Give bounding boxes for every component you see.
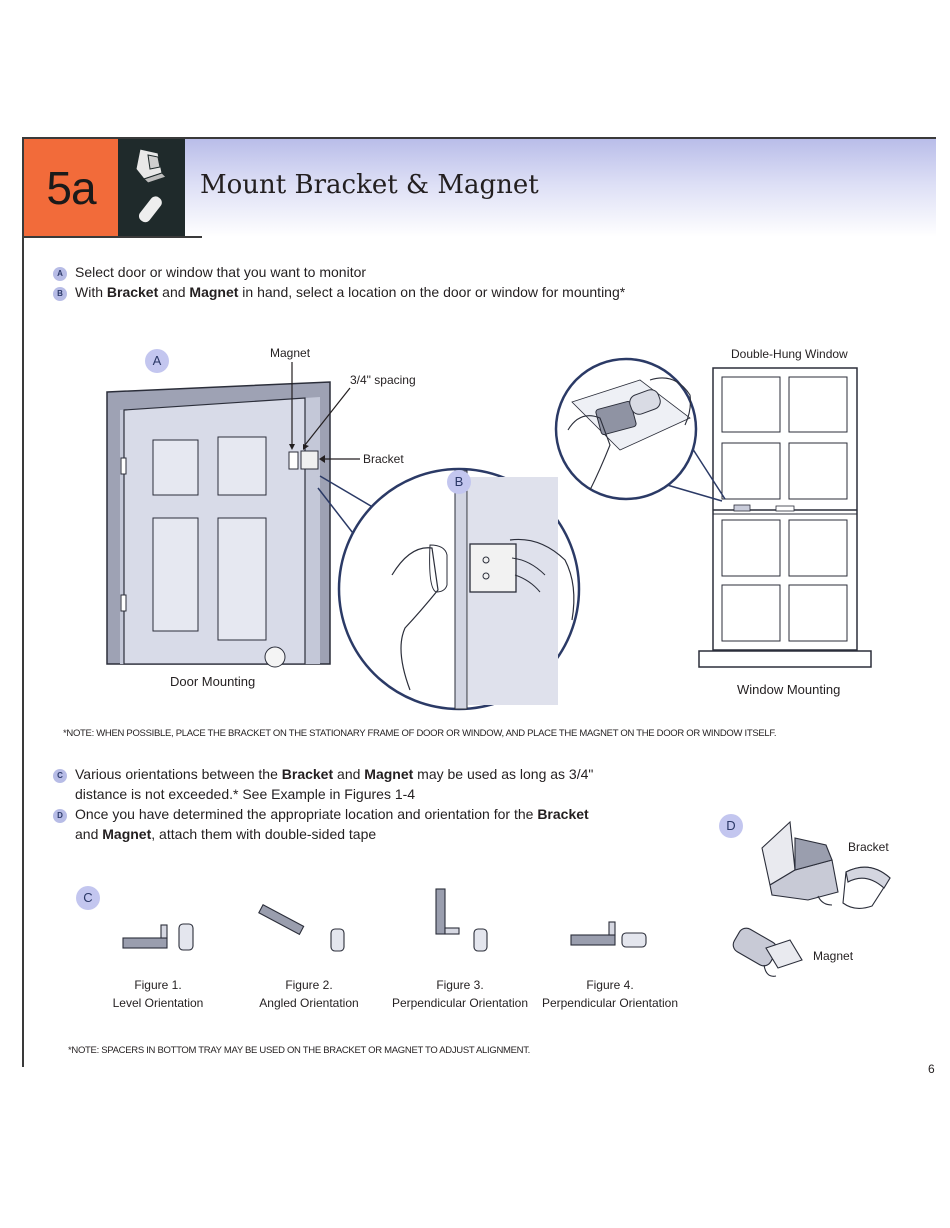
- text-run: Select door or window that you want to m…: [75, 264, 367, 280]
- step-marker-c: C: [53, 769, 67, 783]
- marker-a: A: [145, 349, 169, 373]
- figure-3-title: Figure 3.: [436, 978, 484, 992]
- bracket-callout: Bracket: [363, 452, 404, 466]
- text-run: and: [75, 826, 103, 842]
- step-number: 5a: [46, 162, 96, 214]
- magnet-callout: Magnet: [270, 346, 311, 360]
- step-d-line-1: D Once you have determined the appropriat…: [53, 804, 593, 824]
- detail-bracket-label: Bracket: [848, 840, 889, 854]
- figure-4-label: Perpendicular Orientation: [541, 996, 679, 1010]
- step-c-line-2: distance is not exceeded.* See Example i…: [53, 784, 593, 804]
- door-caption: Door Mounting: [170, 674, 256, 689]
- text-run: distance is not exceeded.* See Example i…: [75, 786, 416, 802]
- text-run: may be used as long as 3/4": [413, 766, 594, 782]
- section-title: Mount Bracket & Magnet: [200, 170, 539, 200]
- intro-steps: A Select door or window that you want to …: [53, 262, 625, 302]
- detail-magnet-label: Magnet: [813, 949, 854, 963]
- step-badge: 5a: [24, 139, 118, 237]
- figure-2-label: Angled Orientation: [259, 996, 359, 1010]
- marker-b: B: [447, 470, 471, 494]
- step-d-line-2: and Magnet, attach them with double-side…: [53, 824, 593, 844]
- step-c-line-1: C Various orientations between the Bracke…: [53, 764, 593, 784]
- header-band: [185, 139, 936, 237]
- step-marker-b: B: [53, 287, 67, 301]
- top-rule: [22, 137, 936, 139]
- door-illustration: [106, 362, 581, 711]
- text-run: and: [333, 766, 365, 782]
- step-b: B With Bracket and Magnet in hand, select…: [53, 282, 625, 302]
- window-illustration: [554, 357, 872, 668]
- bold-term: Magnet: [102, 826, 152, 842]
- magnet-icon: [137, 195, 163, 224]
- marker-c: C: [76, 886, 100, 910]
- step-a: A Select door or window that you want to …: [53, 262, 625, 282]
- window-title: Double-Hung Window: [731, 347, 848, 361]
- figure-3-caption: Figure 3. Perpendicular Orientation: [390, 976, 530, 1012]
- page-number: 6: [928, 1062, 935, 1076]
- spacing-callout: 3/4" spacing: [350, 373, 416, 387]
- text-run: , attach them with double-sided tape: [151, 826, 377, 842]
- left-rule: [22, 139, 24, 1067]
- text-run: With: [75, 284, 107, 300]
- bold-term: Magnet: [189, 284, 239, 300]
- bold-term: Bracket: [106, 284, 159, 300]
- text-run: in hand, select a location on the door o…: [238, 284, 626, 300]
- text-run: and: [158, 284, 190, 300]
- figure-2-caption: Figure 2. Angled Orientation: [244, 976, 374, 1012]
- step-marker-a: A: [53, 267, 67, 281]
- figure-4-title: Figure 4.: [586, 978, 634, 992]
- bold-term: Bracket: [281, 766, 334, 782]
- marker-d: D: [719, 814, 743, 838]
- bold-term: Magnet: [364, 766, 414, 782]
- bracket-icon: [135, 148, 167, 184]
- figure-2-title: Figure 2.: [285, 978, 333, 992]
- text-run: Various orientations between the: [75, 766, 282, 782]
- note-bottom: *NOTE: SPACERS IN BOTTOM TRAY MAY BE USE…: [68, 1045, 531, 1056]
- figure-4-caption: Figure 4. Perpendicular Orientation: [540, 976, 680, 1012]
- note-top: *NOTE: WHEN POSSIBLE, PLACE THE BRACKET …: [63, 728, 777, 739]
- figure-3-label: Perpendicular Orientation: [391, 996, 529, 1010]
- window-caption: Window Mounting: [737, 682, 841, 697]
- figure-1-title: Figure 1.: [134, 978, 182, 992]
- step-marker-d: D: [53, 809, 67, 823]
- header-icon-box: [118, 139, 185, 237]
- text-run: Once you have determined the appropriate…: [75, 806, 538, 822]
- header-underline: [22, 236, 202, 238]
- bold-term: Bracket: [537, 806, 589, 822]
- figure-1-label: Level Orientation: [112, 996, 204, 1010]
- steps-cd: C Various orientations between the Bracke…: [53, 764, 593, 844]
- figure-1-caption: Figure 1. Level Orientation: [98, 976, 218, 1012]
